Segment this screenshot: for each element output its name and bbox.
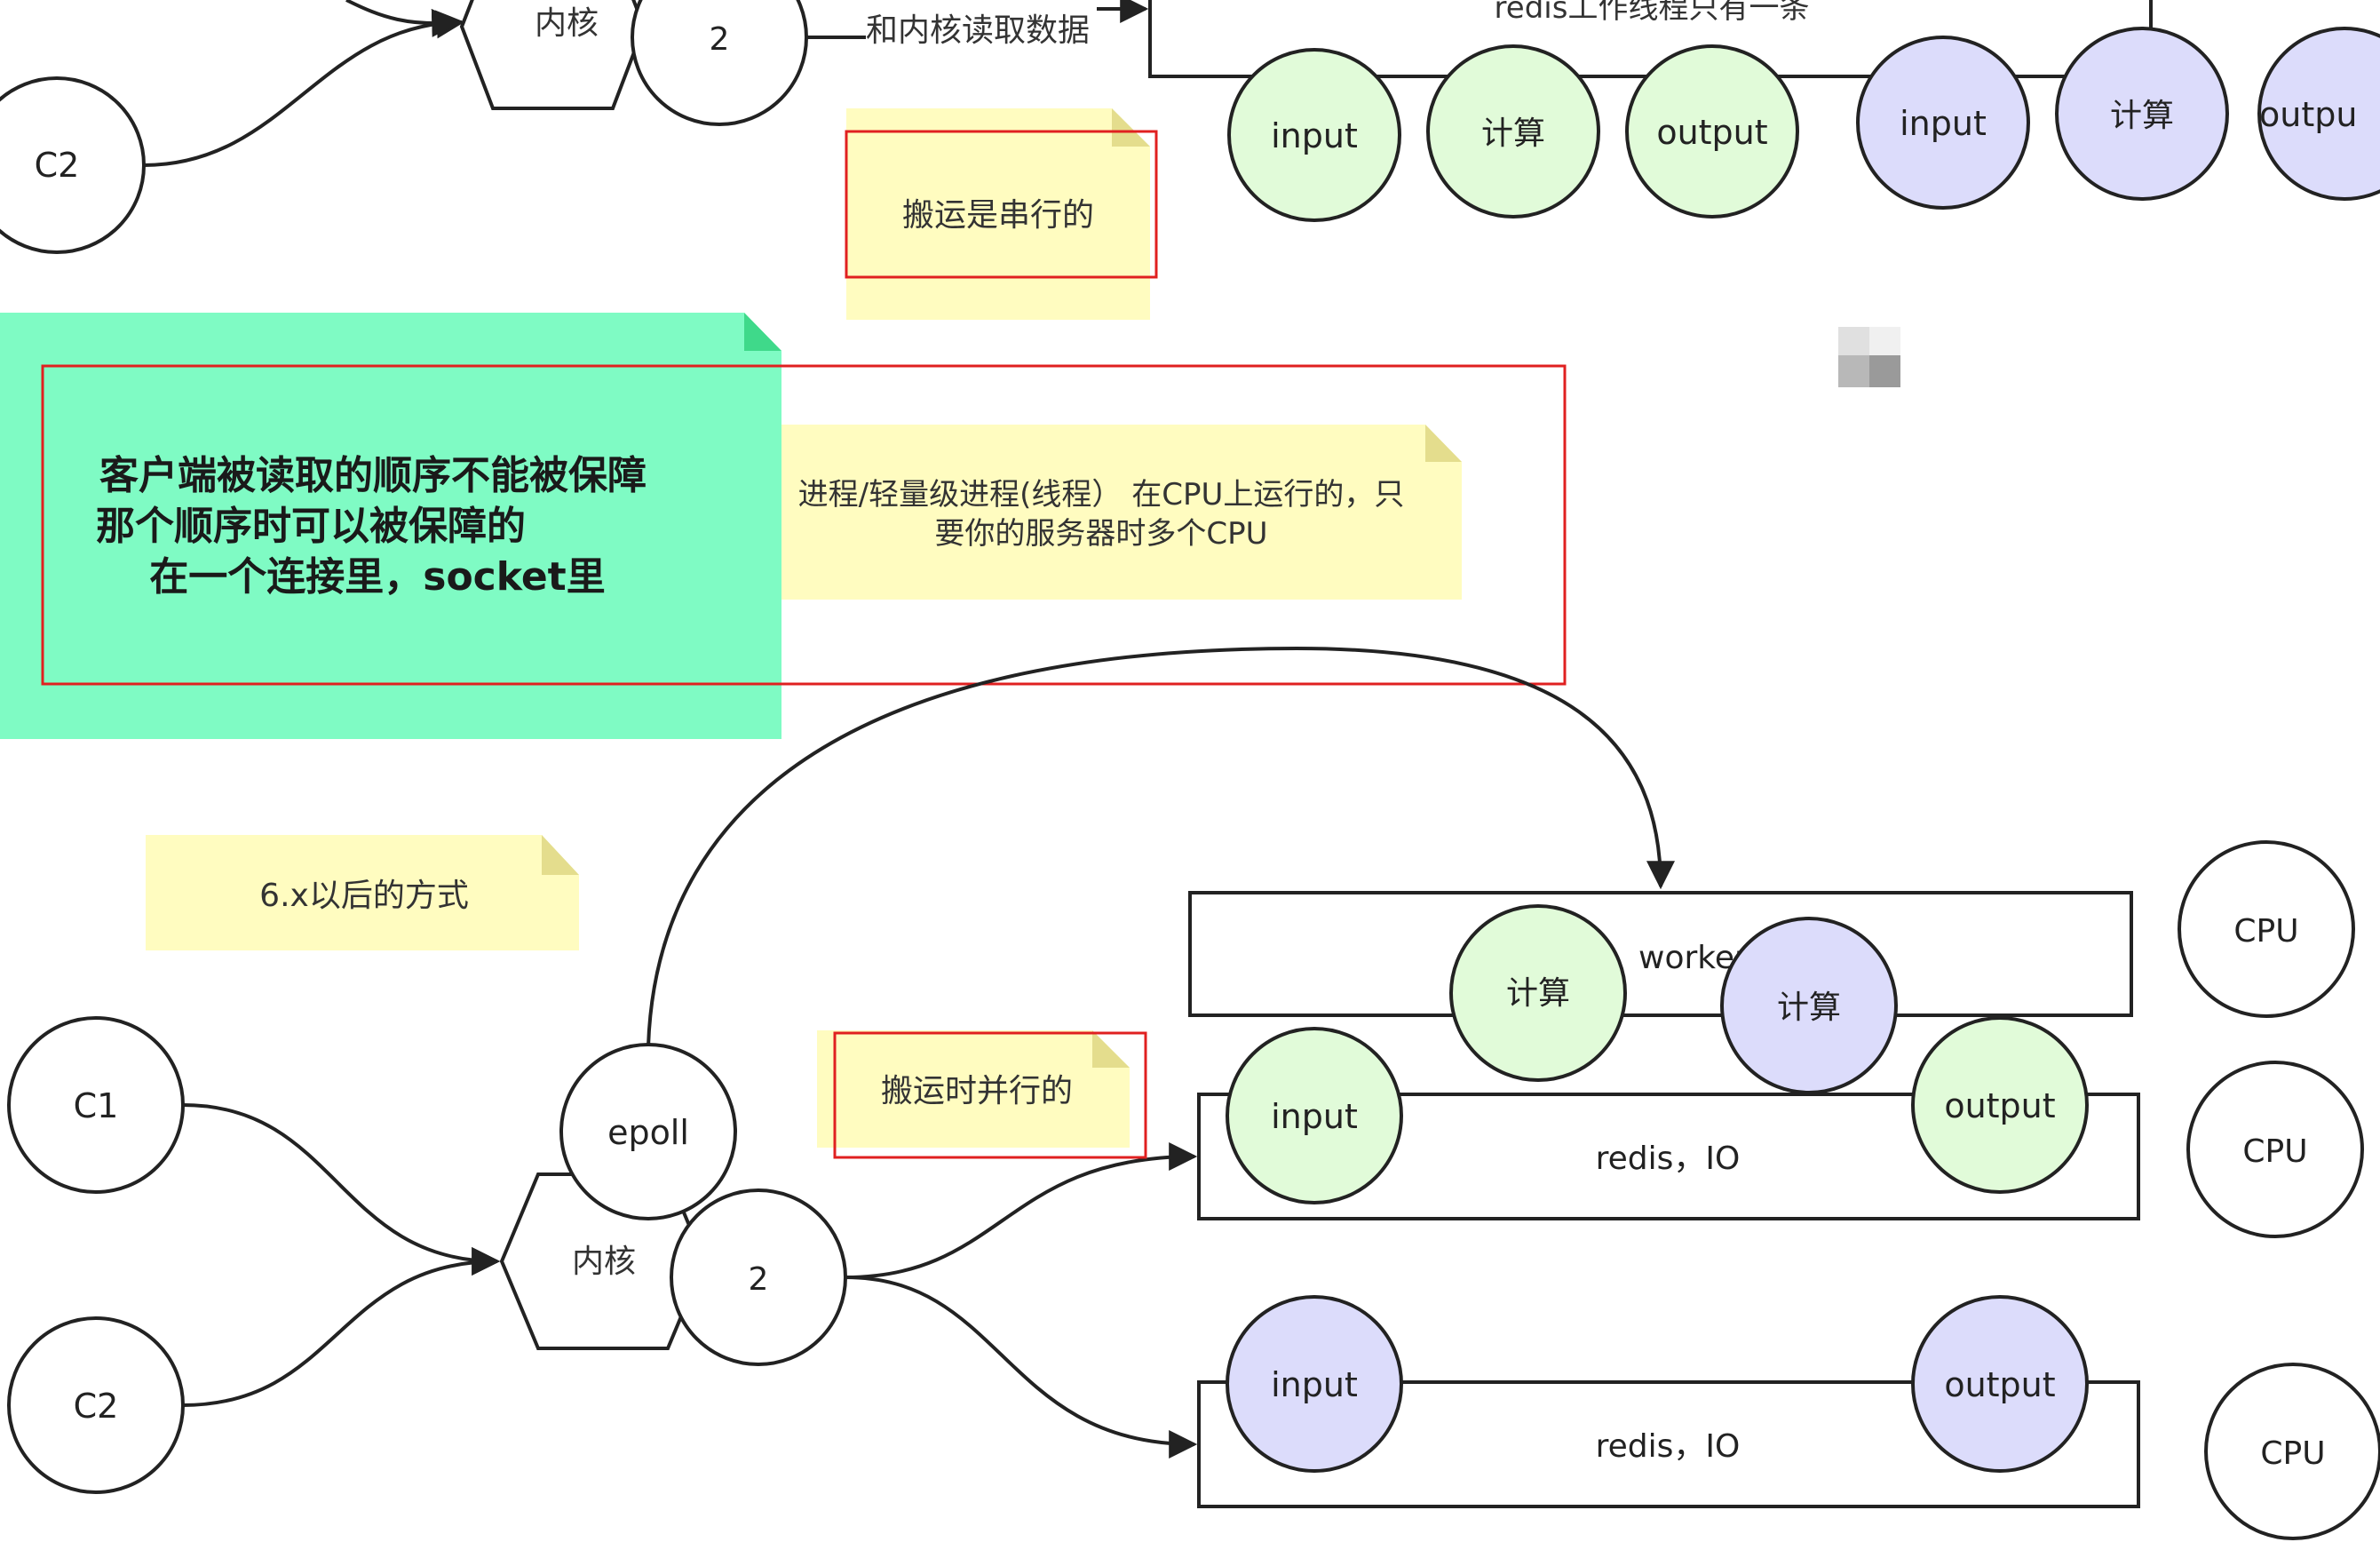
- top-c2-node[interactable]: C2: [0, 76, 146, 254]
- svg-text:搬运时并行的: 搬运时并行的: [881, 1073, 1073, 1109]
- top-two-node[interactable]: 2: [631, 0, 808, 126]
- svg-text:epoll: epoll: [607, 1113, 689, 1152]
- svg-text:outpu: outpu: [2259, 95, 2357, 134]
- svg-text:input: input: [1271, 1365, 1358, 1404]
- worker-compute-node-green[interactable]: 计算: [1449, 904, 1627, 1082]
- c1-to-kernel-edge: [182, 1103, 501, 1276]
- svg-text:计算: 计算: [1481, 115, 1545, 152]
- process-note: 进程/轻量级进程(线程） 在CPU上运行的，只 要你的服务器时多个CPU: [781, 425, 1462, 600]
- svg-text:C1: C1: [74, 1086, 119, 1125]
- highlight-box: [41, 364, 1567, 686]
- svg-text:要你的服务器时多个CPU: 要你的服务器时多个CPU: [934, 516, 1267, 552]
- version-note: 6.x以后的方式: [146, 835, 579, 950]
- svg-text:C2: C2: [35, 146, 80, 185]
- svg-text:output: output: [1944, 1086, 2055, 1125]
- io1-output-node[interactable]: output: [1911, 1016, 2089, 1194]
- top-output-node-1[interactable]: output: [1625, 44, 1799, 219]
- svg-text:进程/轻量级进程(线程） 在CPU上运行的，只: 进程/轻量级进程(线程） 在CPU上运行的，只: [798, 477, 1405, 513]
- worker-box: worker: [1188, 891, 2133, 1017]
- bottom-c2-node[interactable]: C2: [7, 1316, 185, 1494]
- read-data-label: 和内核读取数据: [866, 12, 1090, 49]
- top-input-node-1[interactable]: input: [1227, 48, 1401, 222]
- svg-text:在一个连接里，socket里: 在一个连接里，socket里: [149, 554, 605, 600]
- order-note: 客户端被读取的顺序不能被保障 那个顺序时可以被保障的 在一个连接里，socket…: [0, 313, 781, 739]
- c2-to-kernel-edge: [182, 1247, 501, 1407]
- c1-to-kernel-edge-top: [345, 0, 465, 39]
- svg-text:6.x以后的方式: 6.x以后的方式: [259, 878, 469, 914]
- top-compute-node-1[interactable]: 计算: [1426, 44, 1600, 219]
- svg-text:CPU: CPU: [2242, 1133, 2307, 1170]
- svg-text:input: input: [1900, 104, 1987, 143]
- io2-input-node[interactable]: input: [1226, 1295, 1403, 1473]
- bottom-section: 6.x以后的方式 C1 C2 内核 epoll 2: [7, 646, 2380, 1540]
- svg-text:计算: 计算: [1506, 975, 1570, 1012]
- svg-text:CPU: CPU: [2233, 913, 2298, 950]
- parallel-note: 搬运时并行的: [817, 1030, 1147, 1159]
- svg-text:内核: 内核: [535, 5, 599, 42]
- bottom-two-node[interactable]: 2: [670, 1188, 847, 1366]
- svg-text:客户端被读取的顺序不能被保障: 客户端被读取的顺序不能被保障: [99, 453, 647, 498]
- top-output-node-2[interactable]: outpu: [2257, 27, 2380, 201]
- svg-text:redis，IO: redis，IO: [1596, 1141, 1741, 1177]
- svg-text:计算: 计算: [2110, 98, 2174, 134]
- svg-text:2: 2: [710, 21, 730, 58]
- svg-text:C2: C2: [74, 1387, 119, 1426]
- svg-text:output: output: [1656, 113, 1767, 152]
- svg-text:那个顺序时可以被保障的: 那个顺序时可以被保障的: [96, 504, 526, 549]
- middle-section: 客户端被读取的顺序不能被保障 那个顺序时可以被保障的 在一个连接里，socket…: [0, 313, 1900, 739]
- worker-compute-node-purple[interactable]: 计算: [1720, 917, 1898, 1094]
- io2-output-node[interactable]: output: [1911, 1295, 2089, 1473]
- svg-text:redis，IO: redis，IO: [1596, 1428, 1741, 1465]
- epoll-to-worker-edge: [647, 646, 1675, 1047]
- io1-input-node[interactable]: input: [1226, 1027, 1403, 1204]
- two-to-io1-edge: [845, 1142, 1198, 1279]
- top-section: C2 内核 2 和内核读取数据 redis工作线程只有一条 input 计算: [0, 0, 2380, 320]
- svg-text:redis工作线程只有一条: redis工作线程只有一条: [1495, 0, 1810, 26]
- serial-note: 搬运是串行的: [845, 108, 1158, 320]
- svg-text:output: output: [1944, 1365, 2055, 1404]
- svg-text:input: input: [1271, 1097, 1358, 1136]
- epoll-node[interactable]: epoll: [559, 1043, 737, 1220]
- svg-text:2: 2: [749, 1261, 769, 1298]
- top-input-node-2[interactable]: input: [1856, 36, 2030, 210]
- svg-text:搬运是串行的: 搬运是串行的: [902, 197, 1094, 234]
- two-to-io2-edge: [845, 1276, 1198, 1459]
- cpu-node-3[interactable]: CPU: [2204, 1363, 2380, 1540]
- cpu-node-2[interactable]: CPU: [2186, 1061, 2364, 1238]
- top-compute-node-2[interactable]: 计算: [2055, 27, 2229, 201]
- c2-to-kernel-edge-top: [143, 8, 461, 167]
- top-kernel-node[interactable]: 内核: [459, 0, 647, 110]
- svg-text:内核: 内核: [572, 1244, 636, 1280]
- svg-text:计算: 计算: [1777, 990, 1841, 1026]
- bottom-c1-node[interactable]: C1: [7, 1016, 185, 1194]
- cpu-node-1[interactable]: CPU: [2178, 840, 2355, 1018]
- svg-text:CPU: CPU: [2260, 1435, 2325, 1472]
- blurred-thumbnail: [1838, 327, 1900, 387]
- svg-text:input: input: [1271, 116, 1358, 155]
